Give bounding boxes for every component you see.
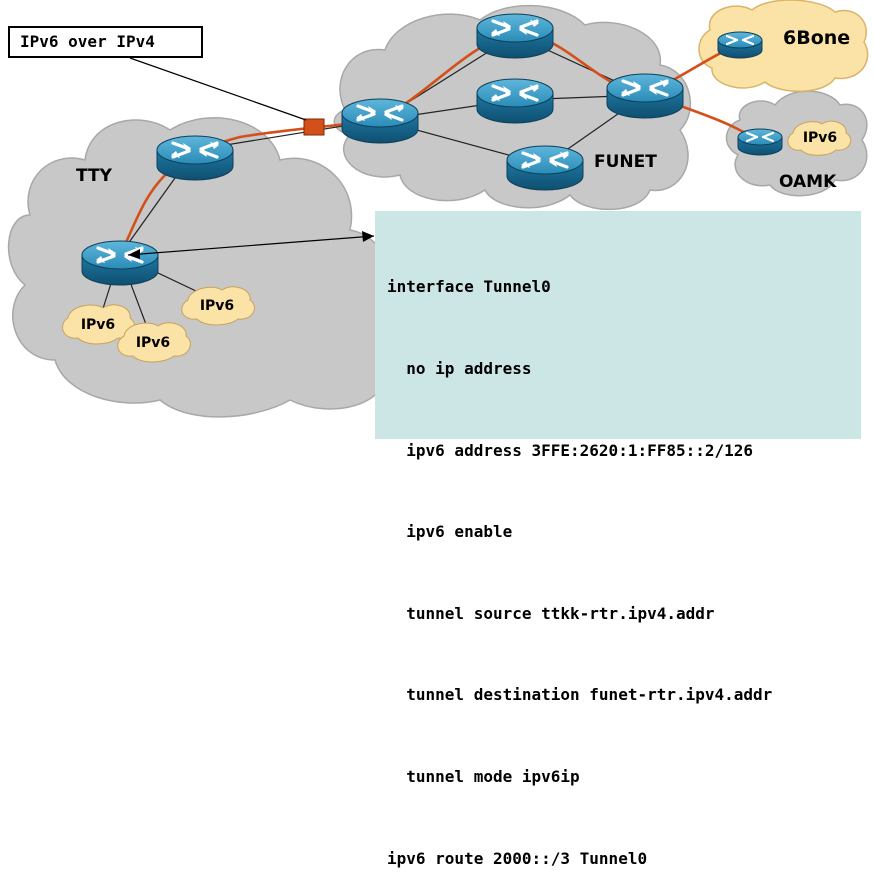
network-diagram: IPv6 IPv6 IPv6 IPv6 TTY FUNET OAMK 6Bone (7, 0, 869, 418)
tty-label: TTY (76, 166, 113, 186)
ipv6-label-2: IPv6 (136, 335, 170, 351)
config-line: tunnel mode ipv6ip (387, 767, 580, 787)
config-line: tunnel destination funet-rtr.ipv4.addr (387, 685, 773, 705)
config-line: interface Tunnel0 (387, 277, 551, 297)
ipv6-bubble-1: IPv6 (62, 304, 135, 345)
6bone-router-icon (716, 30, 764, 60)
config-line: ipv6 route 2000::/3 Tunnel0 (387, 848, 648, 868)
config-line: ipv6 enable (387, 522, 513, 542)
callout-pointer (129, 57, 307, 121)
funet-middle-router-icon (475, 77, 555, 125)
6bone-label: 6Bone (783, 27, 850, 49)
oamk-router-icon (736, 127, 784, 157)
tty-border-router-icon (155, 134, 235, 182)
ipv6-label-1: IPv6 (81, 317, 115, 333)
ipv6-bubble-4: IPv6 (787, 120, 852, 156)
funet-bottom-router-icon (505, 144, 585, 192)
config-pointer-arrow (127, 231, 375, 259)
funet-edge-router-icon (340, 97, 420, 145)
funet-top-router-icon (475, 12, 555, 60)
config-line: tunnel source ttkk-rtr.ipv4.addr (387, 603, 715, 623)
6bone-cloud (698, 0, 869, 92)
tunnel-config-box: interface Tunnel0 no ip address ipv6 add… (375, 211, 861, 868)
ipv6-bubble-3: IPv6 (181, 286, 255, 326)
funet-label: FUNET (594, 152, 657, 172)
ipv6-over-ipv4-callout: IPv6 over IPv4 (8, 26, 203, 58)
oamk-label: OAMK (779, 172, 837, 192)
tunnel-endpoint-icon (303, 118, 325, 136)
ipv6-bubble-2: IPv6 (117, 322, 191, 363)
config-line: no ip address (387, 359, 532, 379)
funet-router-icon (605, 72, 685, 120)
ipv6-label-4: IPv6 (803, 130, 837, 146)
ipv6-label-3: IPv6 (200, 298, 234, 314)
tty-router-icon (80, 239, 160, 287)
